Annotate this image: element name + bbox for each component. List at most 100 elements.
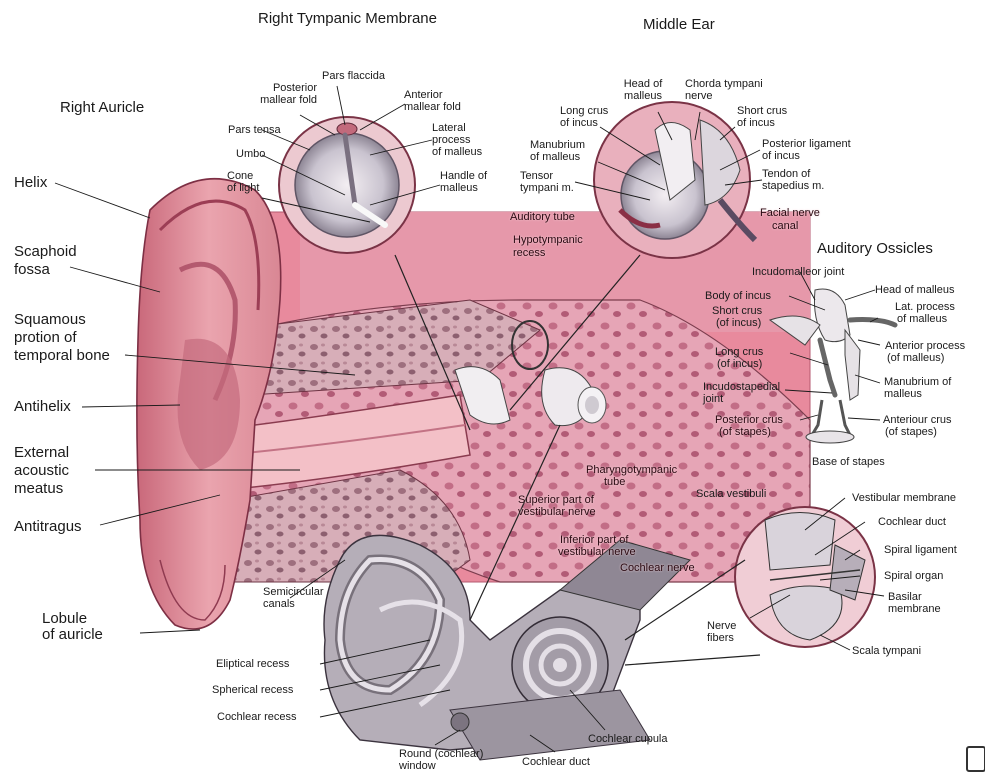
label-anterior-crus-1: Anteriour crus [883, 414, 951, 426]
label-eam-2: acoustic [14, 462, 69, 479]
label-basilar-membrane-2: membrane [888, 603, 941, 615]
label-manubrium-malleus-2: malleus [884, 388, 922, 400]
label-pharyngotympanic-2: tube [604, 476, 625, 488]
title-auditory-ossicles: Auditory Ossicles [817, 240, 933, 257]
label-spiral-ligament: Spiral ligament [884, 544, 957, 556]
label-basilar-membrane-1: Basilar [888, 591, 922, 603]
label-antitragus: Antitragus [14, 518, 82, 535]
label-anterior-crus-2: (of stapes) [885, 426, 937, 438]
label-lateral-process-2: process [432, 134, 471, 146]
label-short-crus-1: Short crus [712, 305, 762, 317]
label-lateral-process-1: Lateral [432, 122, 466, 134]
label-manubrium-malleus-1: Manubrium of [884, 376, 951, 388]
label-cochlear-nerve: Cochlear nerve [620, 562, 695, 574]
label-posterior-ligament-2: of incus [762, 150, 800, 162]
label-tendon-stapedius-2: stapedius m. [762, 180, 824, 192]
label-long-crus-incus-2: of incus [560, 117, 598, 129]
label-lat-process-2: of malleus [897, 313, 947, 325]
label-antihelix: Antihelix [14, 398, 71, 415]
label-anterior-process-1: Anterior process [885, 340, 965, 352]
label-hypotympanic-recess-1: Hypotympanic [513, 234, 583, 246]
label-facial-nerve-canal-1: Facial nerve [760, 207, 820, 219]
label-handle-malleus-2: malleus [440, 182, 478, 194]
label-cochlear-duct-bottom: Cochlear duct [522, 756, 590, 768]
label-inferior-vestibular-2: vestibular nerve [558, 546, 636, 558]
label-lobule-1: Lobule [42, 610, 87, 627]
label-body-incus: Body of incus [705, 290, 771, 302]
label-manubrium-2: of malleus [530, 151, 580, 163]
label-long-crus-1: Long crus [715, 346, 763, 358]
label-cone-of-light-2: of light [227, 182, 259, 194]
label-lat-process-1: Lat. process [895, 301, 955, 313]
label-anterior-process-2: (of malleus) [887, 352, 944, 364]
label-posterior-crus-1: Posterior crus [715, 414, 783, 426]
label-pars-tensa: Pars tensa [228, 124, 281, 136]
label-elliptical-recess: Eliptical recess [216, 658, 289, 670]
label-posterior-ligament-1: Posterior ligament [762, 138, 851, 150]
label-cone-of-light-1: Cone [227, 170, 253, 182]
label-nerve-fibers-1: Nerve [707, 620, 736, 632]
label-short-crus-incus-2: of incus [737, 117, 775, 129]
label-pharyngotympanic-1: Pharyngotympanic [586, 464, 677, 476]
label-incudostapedial-2: joint [703, 393, 723, 405]
label-lateral-process-3: of malleus [432, 146, 482, 158]
label-spiral-organ: Spiral organ [884, 570, 943, 582]
label-handle-malleus-1: Handle of [440, 170, 487, 182]
label-hypotympanic-recess-2: recess [513, 247, 545, 259]
label-pars-flaccida: Pars flaccida [322, 70, 385, 82]
label-superior-vestibular-2: vestibular nerve [518, 506, 596, 518]
label-round-window-1: Round (cochlear) [399, 748, 483, 760]
label-helix: Helix [14, 174, 47, 191]
label-short-crus-2: (of incus) [716, 317, 761, 329]
label-short-crus-incus-1: Short crus [737, 105, 787, 117]
label-incudomalleor-joint: Incudomalleor joint [752, 266, 844, 278]
label-round-window-2: window [399, 760, 436, 772]
label-scaphoid-fossa-1: Scaphoid [14, 243, 77, 260]
title-tympanic-membrane: Right Tympanic Membrane [258, 10, 437, 27]
label-cochlear-recess: Cochlear recess [217, 711, 296, 723]
label-facial-nerve-canal-2: canal [772, 220, 798, 232]
label-vestibular-membrane: Vestibular membrane [852, 492, 956, 504]
label-semicircular-canals-2: canals [263, 598, 295, 610]
label-manubrium-1: Manubrium [530, 139, 585, 151]
label-long-crus-2: (of incus) [717, 358, 762, 370]
label-base-stapes: Base of stapes [812, 456, 885, 468]
round-window [451, 713, 469, 731]
label-chorda-tympani-2: nerve [685, 90, 713, 102]
label-chorda-tympani-1: Chorda tympani [685, 78, 763, 90]
title-middle-ear: Middle Ear [643, 16, 715, 33]
label-nerve-fibers-2: fibers [707, 632, 734, 644]
label-posterior-mallear-fold-2: mallear fold [237, 94, 317, 106]
label-long-crus-incus-1: Long crus [560, 105, 608, 117]
label-cochlear-cupula: Cochlear cupula [588, 733, 668, 745]
label-posterior-mallear-fold-1: Posterior [247, 82, 317, 94]
label-incudostapedial-1: Incudostapedial [703, 381, 780, 393]
label-tensor-tympani-1: Tensor [520, 170, 553, 182]
label-spherical-recess: Spherical recess [212, 684, 293, 696]
label-tendon-stapedius-1: Tendon of [762, 168, 810, 180]
label-eam-1: External [14, 444, 69, 461]
label-scaphoid-fossa-2: fossa [14, 261, 50, 278]
label-head-malleus-1: Head of [618, 78, 668, 90]
label-umbo: Umbo [236, 148, 265, 160]
label-cochlear-duct-section: Cochlear duct [878, 516, 946, 528]
label-superior-vestibular-1: Superior part of [518, 494, 594, 506]
label-auditory-tube: Auditory tube [510, 211, 575, 223]
title-right-auricle: Right Auricle [60, 99, 144, 116]
label-semicircular-canals-1: Semicircular [263, 586, 324, 598]
label-squamous-1: Squamous [14, 311, 86, 328]
label-posterior-crus-2: (of stapes) [719, 426, 771, 438]
label-inferior-vestibular-1: Inferior part of [560, 534, 628, 546]
label-scala-tympani: Scala tympani [852, 645, 921, 657]
label-anterior-mallear-fold-2: mallear fold [404, 101, 461, 113]
label-lobule-2: of auricle [42, 626, 103, 643]
label-squamous-3: temporal bone [14, 347, 110, 364]
label-scala-vestibuli: Scala vestibuli [696, 488, 766, 500]
label-eam-3: meatus [14, 480, 63, 497]
page-corner-icon [966, 746, 985, 772]
label-head-malleus-2: malleus [618, 90, 668, 102]
label-tensor-tympani-2: tympani m. [520, 182, 574, 194]
label-head-malleus: Head of malleus [875, 284, 955, 296]
